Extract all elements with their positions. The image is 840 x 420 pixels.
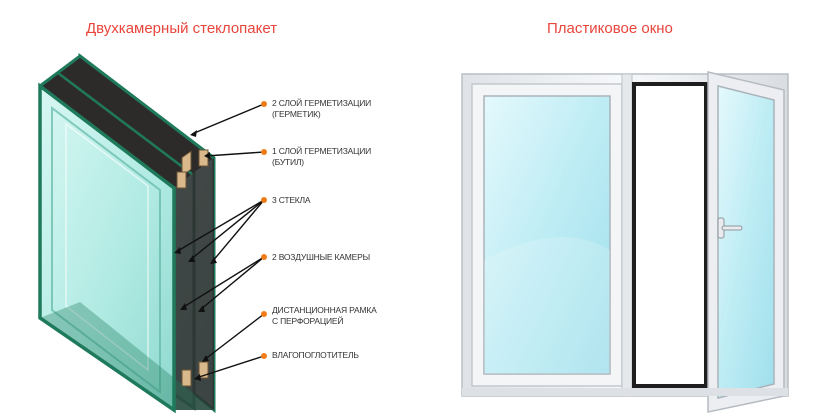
- callout-line: влагопоглотитель: [272, 350, 359, 360]
- bullet-icon: [261, 197, 267, 203]
- glass-pane-front: [38, 82, 176, 414]
- plastic-window-title: Пластиковое окно: [547, 20, 673, 37]
- callout-air-chambers: 2 воздушные камеры: [272, 252, 370, 263]
- callout-line: с перфорацией: [272, 316, 344, 326]
- callout-line: 2 воздушные камеры: [272, 252, 370, 262]
- bullet-icon: [261, 149, 267, 155]
- callout-three-panes: 3 стекла: [272, 195, 311, 206]
- glazing-unit-drawing: [38, 52, 216, 414]
- bullet-icon: [261, 254, 267, 260]
- bullet-icon: [261, 101, 267, 107]
- callout-line: 1 слой герметизации: [272, 146, 372, 156]
- callout-arrowheads: [174, 130, 217, 381]
- callout-line: 3 стекла: [272, 195, 311, 205]
- callout-line: дистанционная рамка: [272, 305, 377, 315]
- bullet-icon: [261, 353, 267, 359]
- callout-line: 2 слой герметизации: [272, 98, 372, 108]
- sealant-top: [40, 56, 214, 188]
- callout-sealant-2: 2 слой герметизации (герметик): [272, 98, 371, 120]
- window-right-glass: [717, 85, 775, 399]
- callout-sealant-1: 1 слой герметизации (бутил): [272, 146, 371, 168]
- plastic-window-drawing: [461, 71, 789, 413]
- window-left-glass: [483, 95, 611, 375]
- callout-desiccant: влагопоглотитель: [272, 350, 359, 361]
- callout-spacer-frame: дистанционная рамка с перфорацией: [272, 305, 377, 327]
- sealant-side: [174, 158, 214, 410]
- glazing-unit-title: Двухкамерный стеклопакет: [86, 20, 278, 37]
- callout-bullets: [261, 101, 267, 359]
- bullet-icon: [261, 311, 267, 317]
- callout-line: (герметик): [272, 109, 321, 119]
- callout-line: (бутил): [272, 157, 304, 167]
- callout-lines: [175, 103, 265, 379]
- window-open-opening: [632, 82, 708, 388]
